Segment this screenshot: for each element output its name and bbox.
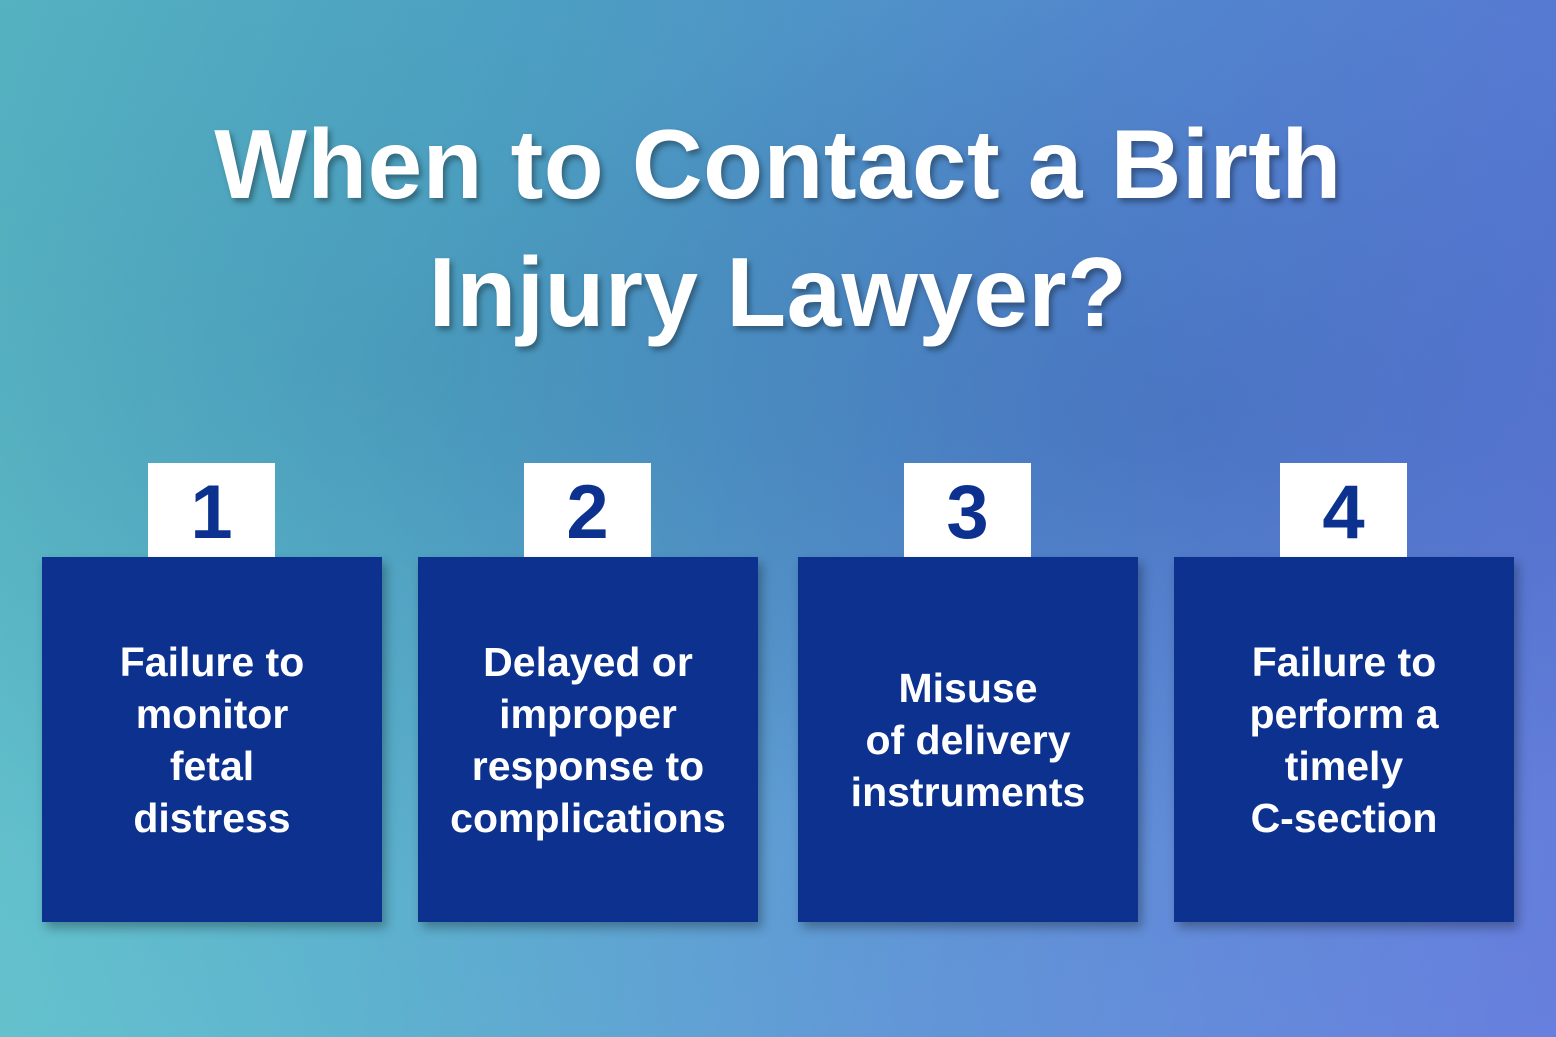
card-text: Failure to perform a timely C-section [1249, 638, 1439, 841]
reason-card-1: 1 Failure to monitor fetal distress [42, 463, 382, 922]
card-number: 4 [1280, 463, 1407, 557]
card-box: Misuse of delivery instruments [798, 557, 1138, 922]
reason-card-4: 4 Failure to perform a timely C-section [1174, 463, 1514, 922]
card-number: 2 [524, 463, 651, 557]
card-text: Failure to monitor fetal distress [119, 638, 305, 841]
card-number: 3 [904, 463, 1031, 557]
card-number: 1 [148, 463, 275, 557]
card-box: Failure to perform a timely C-section [1174, 557, 1514, 922]
card-box: Failure to monitor fetal distress [42, 557, 382, 922]
card-text: Delayed or improper response to complica… [450, 638, 726, 841]
page-title: When to Contact a Birth Injury Lawyer? [214, 109, 1342, 347]
card-text: Misuse of delivery instruments [850, 664, 1086, 815]
reason-card-2: 2 Delayed or improper response to compli… [418, 463, 758, 922]
card-box: Delayed or improper response to complica… [418, 557, 758, 922]
reason-card-3: 3 Misuse of delivery instruments [798, 463, 1138, 922]
